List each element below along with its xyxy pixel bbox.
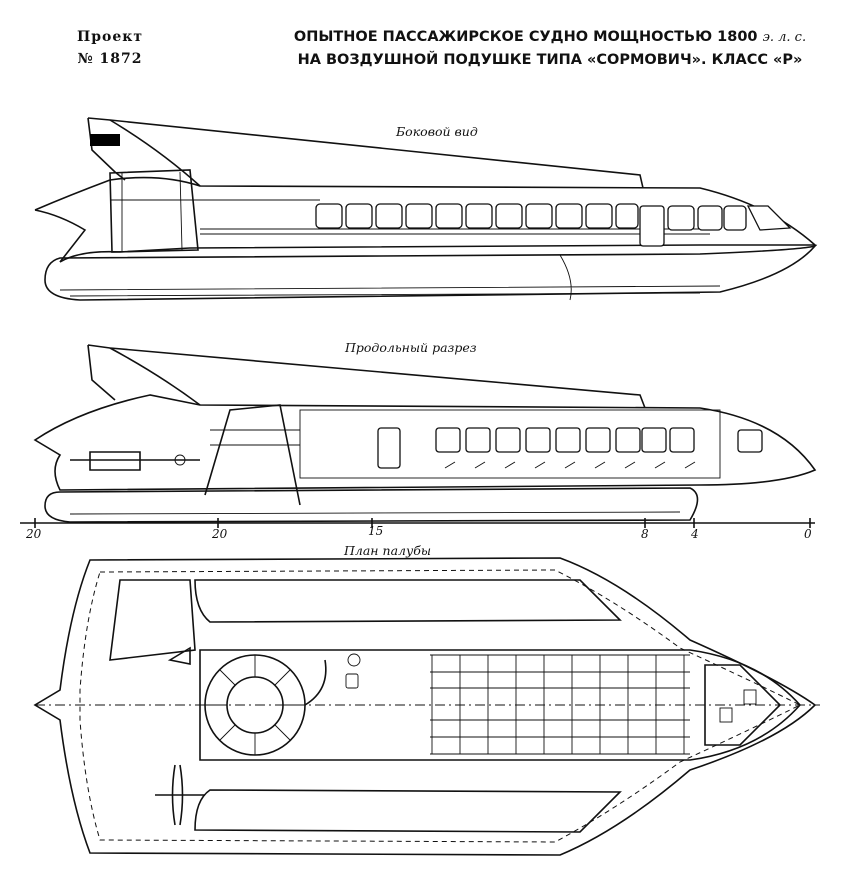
scale-bar [20, 518, 815, 528]
section-fan-duct [204, 404, 301, 506]
project-header: Проект № 1872 [70, 26, 150, 70]
scale-mark-4: 4 [691, 527, 699, 541]
side-fin-edge [109, 119, 201, 187]
scale-mark-20: 20 [212, 527, 228, 541]
side-skirt [44, 244, 818, 301]
project-number: № 1872 [77, 51, 143, 67]
side-stern-cone [34, 209, 87, 263]
deck-cockpit [704, 664, 782, 746]
section-seats [435, 427, 763, 469]
scale-mark-0: 0 [804, 527, 812, 541]
scale-mark-20-left: 20 [26, 527, 42, 541]
deck-seat-grid [430, 654, 690, 755]
drawing-title: ОПЫТНОЕ ПАССАЖИРСКОЕ СУДНО МОЩНОСТЬЮ 180… [270, 26, 830, 71]
deck-skirt-dashed [79, 569, 802, 843]
side-engine-pod [109, 169, 199, 253]
deck-upper-sidebody [194, 579, 622, 623]
section-hull [33, 394, 817, 491]
side-tail-fin [87, 117, 644, 189]
side-view [34, 117, 818, 301]
scale-mark-8: 8 [641, 527, 649, 541]
title-unit: э. л. с. [762, 30, 807, 45]
side-view-label: Боковой вид [396, 124, 478, 139]
section-view [33, 344, 817, 523]
deck-lower-sidebody [194, 789, 622, 833]
section-view-label: Продольный разрез [345, 340, 477, 355]
propeller-icon [155, 764, 205, 826]
flag-icon [90, 134, 120, 146]
title-line-2: НА ВОЗДУШНОЙ ПОДУШКЕ ТИПА «СОРМОВИЧ». КЛ… [297, 52, 803, 68]
title-line-1: ОПЫТНОЕ ПАССАЖИРСКОЕ СУДНО МОЩНОСТЬЮ 180… [270, 26, 830, 49]
side-windows [315, 203, 792, 247]
section-tail-fin [87, 344, 646, 409]
section-engine [70, 451, 200, 471]
deck-fin [109, 579, 196, 661]
project-label: Проект [76, 29, 144, 45]
deck-plan [33, 557, 820, 856]
side-engine-lines [110, 171, 200, 252]
deck-plan-label: План палубы [344, 543, 432, 558]
deck-instrument-icon [347, 653, 361, 667]
title-line-1-text: ОПЫТНОЕ ПАССАЖИРСКОЕ СУДНО МОЩНОСТЬЮ 180… [293, 29, 758, 45]
deck-outline [33, 557, 817, 856]
section-cabin [299, 409, 721, 479]
section-skirt [44, 487, 699, 523]
